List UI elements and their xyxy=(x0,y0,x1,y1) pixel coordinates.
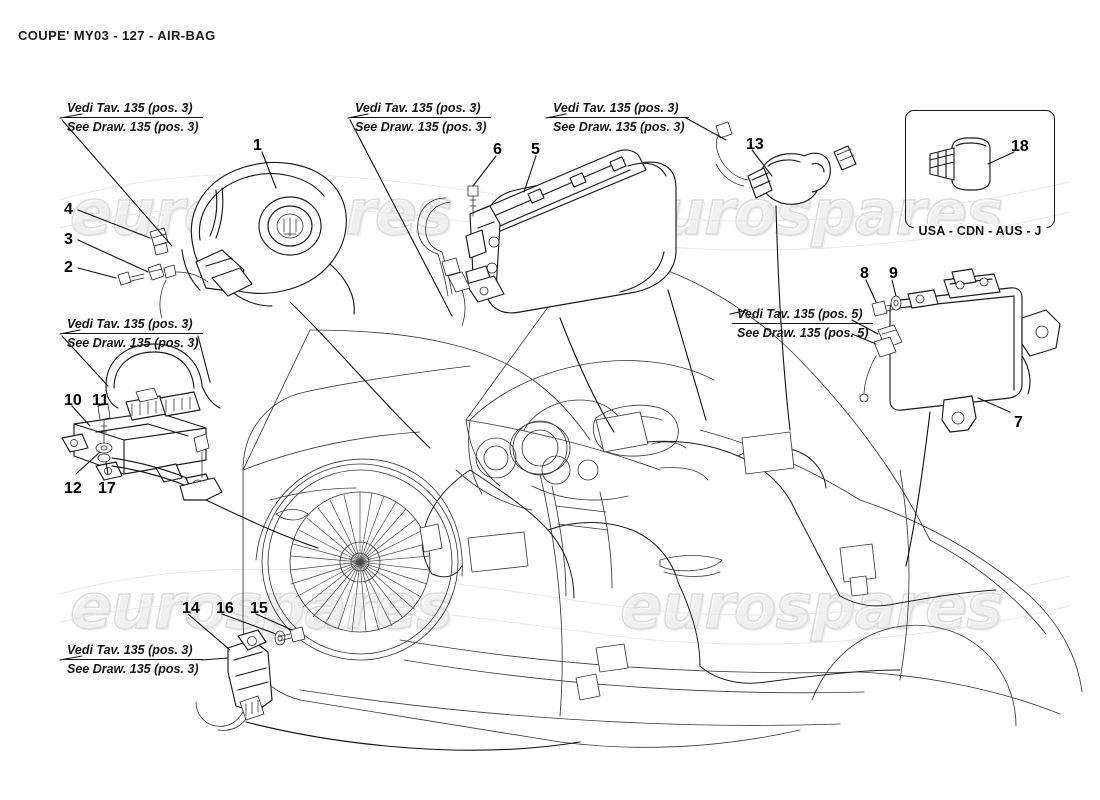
part-clock-spring xyxy=(715,121,857,205)
part-airbag-connector-group xyxy=(117,227,209,319)
leader-lines xyxy=(59,113,1015,751)
callout-number-2: 2 xyxy=(64,259,73,276)
reference-note-relay-module: Vedi Tav. 135 (pos. 3) See Draw. 135 (po… xyxy=(62,316,203,351)
callout-number-11: 11 xyxy=(92,392,109,409)
callout-number-3: 3 xyxy=(64,231,73,248)
callout-number-8: 8 xyxy=(860,265,869,282)
callout-number-14: 14 xyxy=(182,600,200,617)
part-steering-airbag xyxy=(181,161,355,315)
callout-number-7: 7 xyxy=(1014,414,1023,431)
reference-note-passenger-left: Vedi Tav. 135 (pos. 3) See Draw. 135 (po… xyxy=(350,100,491,135)
part-passenger-harness xyxy=(417,197,471,327)
page-title: COUPE' MY03 - 127 - AIR-BAG xyxy=(18,28,216,43)
callout-number-17: 17 xyxy=(98,480,116,497)
ref-note-english: See Draw. 135 (pos. 5) xyxy=(737,326,869,340)
part-relay-module xyxy=(61,343,223,501)
ref-note-italian: Vedi Tav. 135 (pos. 3) xyxy=(62,642,203,660)
ref-note-english: See Draw. 135 (pos. 3) xyxy=(67,120,199,134)
ref-note-italian: Vedi Tav. 135 (pos. 3) xyxy=(548,100,689,118)
reference-note-side-sensor: Vedi Tav. 135 (pos. 3) See Draw. 135 (po… xyxy=(62,642,203,677)
part-control-unit xyxy=(859,268,1061,433)
callout-number-10: 10 xyxy=(64,392,82,409)
ref-note-italian: Vedi Tav. 135 (pos. 3) xyxy=(62,316,203,334)
reference-note-steering-airbag: Vedi Tav. 135 (pos. 3) See Draw. 135 (po… xyxy=(62,100,203,135)
part-side-sensor xyxy=(195,626,306,731)
market-list-label: USA - CDN - AUS - J xyxy=(913,224,1047,238)
reference-note-passenger-right: Vedi Tav. 135 (pos. 3) See Draw. 135 (po… xyxy=(548,100,689,135)
ref-note-english: See Draw. 135 (pos. 3) xyxy=(355,120,487,134)
callout-number-1: 1 xyxy=(253,137,262,154)
callout-number-18: 18 xyxy=(1011,138,1029,155)
part-passenger-airbag xyxy=(465,149,677,314)
market-variant-inset: USA - CDN - AUS - J xyxy=(905,110,1055,238)
ref-note-english: See Draw. 135 (pos. 3) xyxy=(67,336,199,350)
callout-number-15: 15 xyxy=(250,600,268,617)
ref-note-italian: Vedi Tav. 135 (pos. 3) xyxy=(62,100,203,118)
inset-frame xyxy=(905,110,1055,228)
callout-number-4: 4 xyxy=(64,201,73,218)
callout-number-6: 6 xyxy=(493,141,502,158)
ref-note-italian: Vedi Tav. 135 (pos. 5) xyxy=(732,306,873,324)
ref-note-italian: Vedi Tav. 135 (pos. 3) xyxy=(350,100,491,118)
ref-note-english: See Draw. 135 (pos. 3) xyxy=(67,662,199,676)
reference-note-control-unit: Vedi Tav. 135 (pos. 5) See Draw. 135 (po… xyxy=(732,306,873,341)
ref-note-english: See Draw. 135 (pos. 3) xyxy=(553,120,685,134)
callout-number-9: 9 xyxy=(889,265,898,282)
callout-number-13: 13 xyxy=(746,136,764,153)
callout-number-5: 5 xyxy=(531,141,540,158)
part-plastic-rivet xyxy=(929,137,991,191)
callout-number-12: 12 xyxy=(64,480,82,497)
callout-number-16: 16 xyxy=(216,600,234,617)
